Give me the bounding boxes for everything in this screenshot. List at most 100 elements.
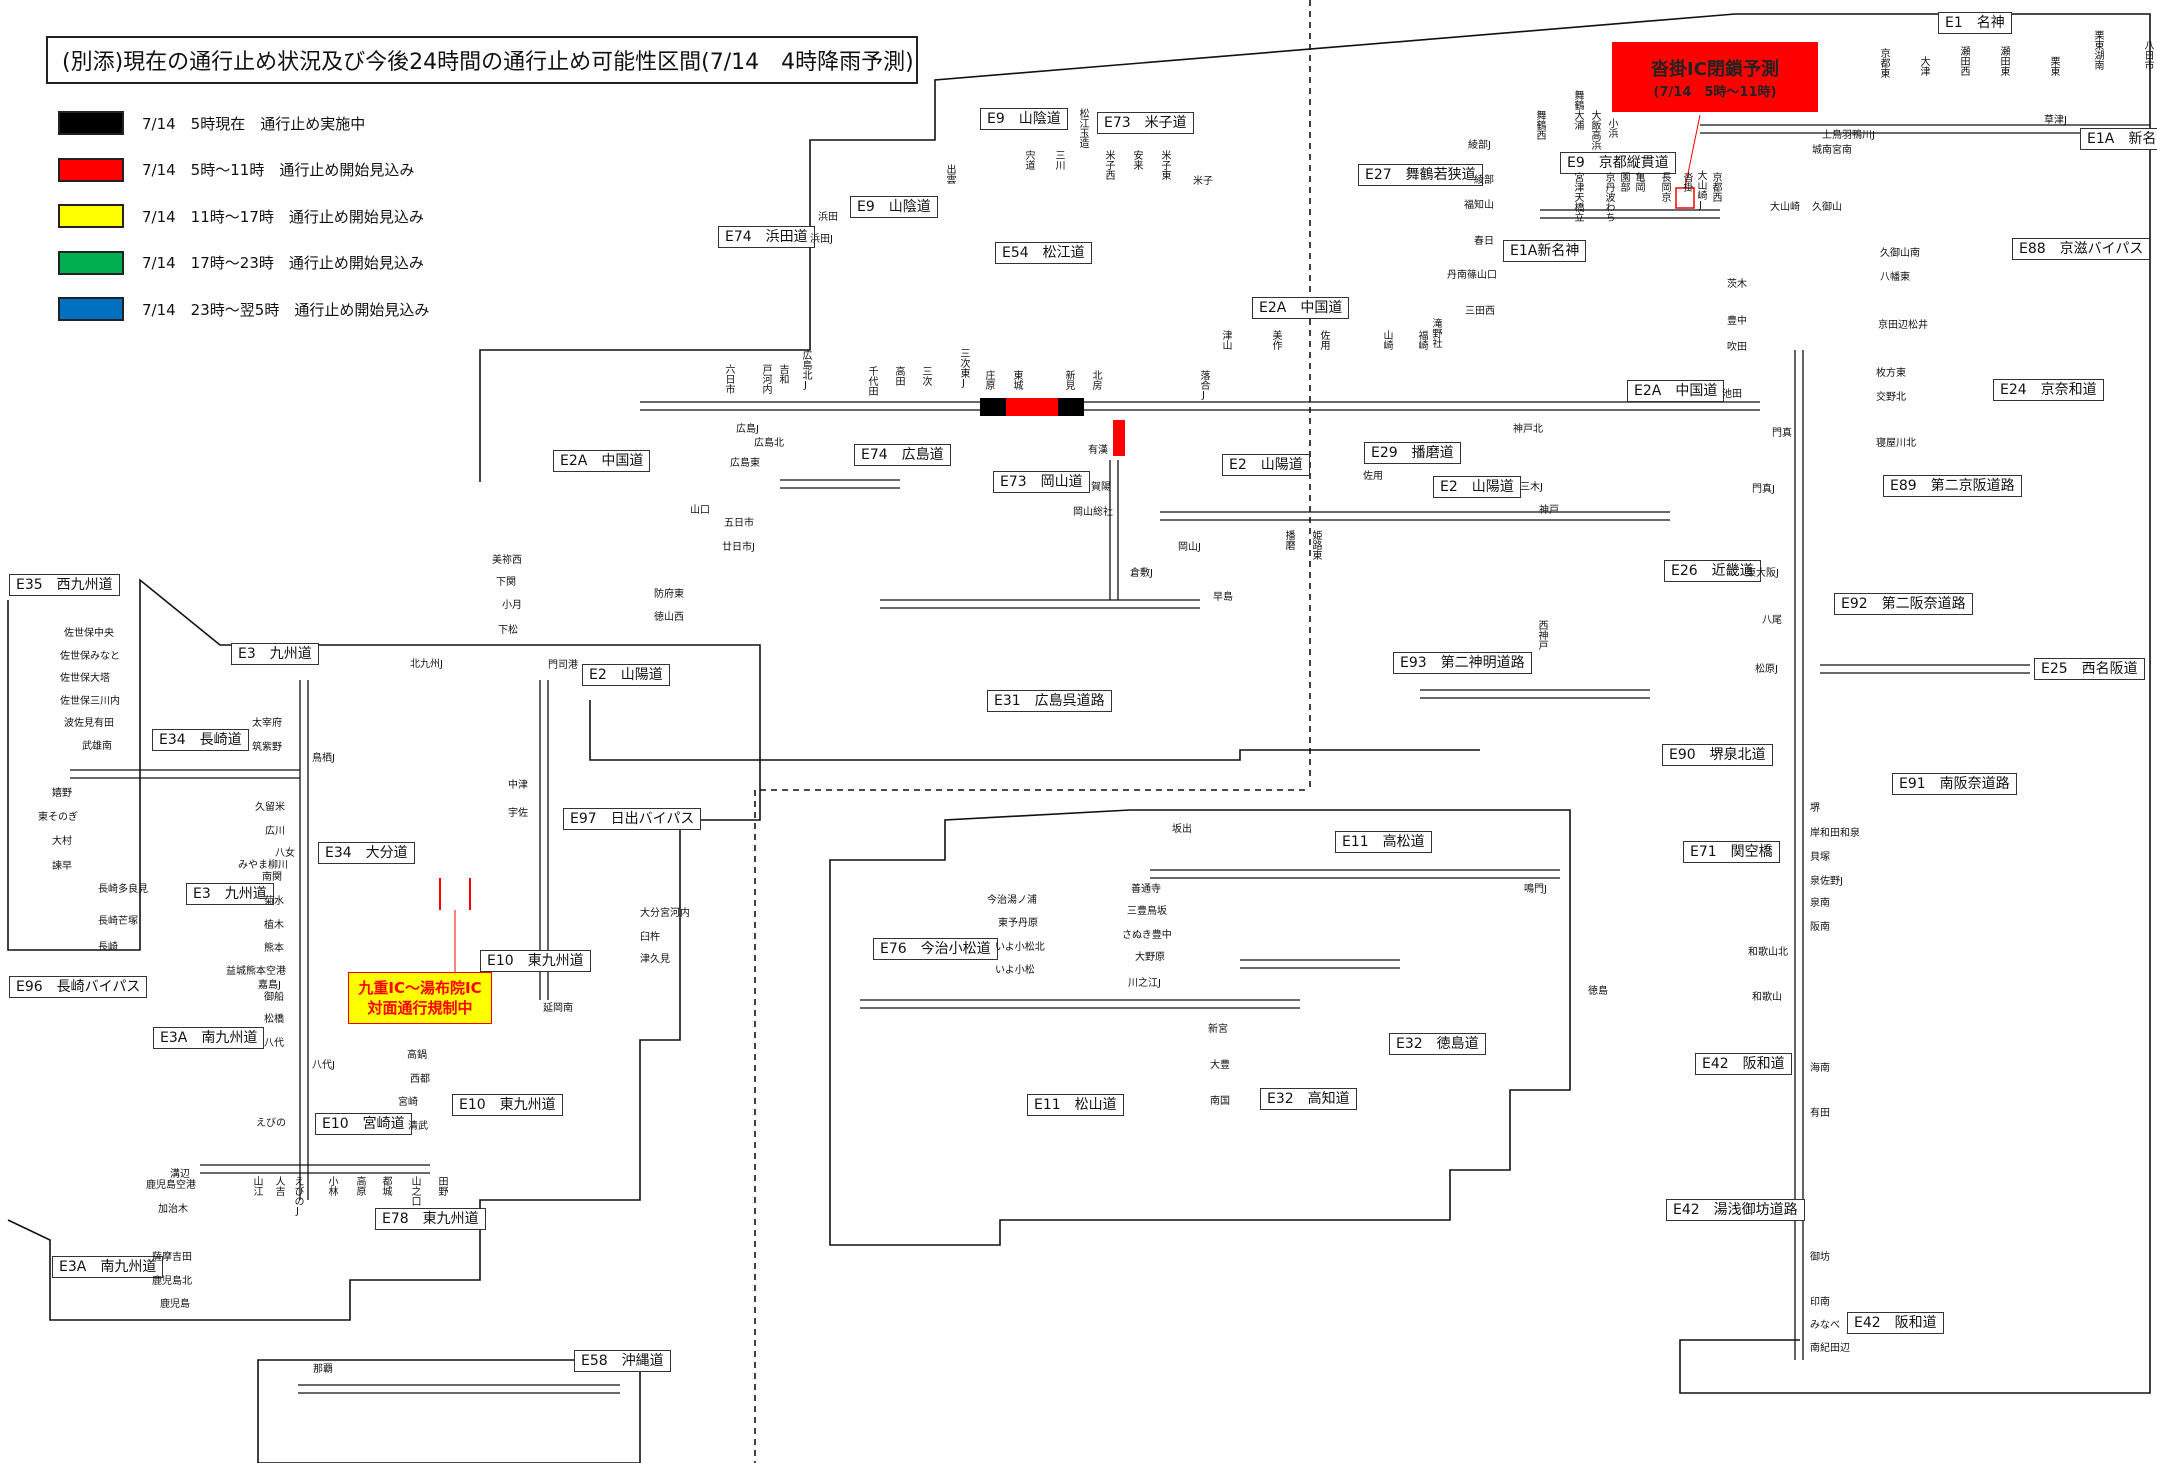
station-label: 宇佐 xyxy=(508,808,528,819)
map-title: (別添)現在の通行止め状況及び今後24時間の通行止め可能性区間(7/14 4時降… xyxy=(46,36,918,84)
station-label: 落合J xyxy=(1198,370,1209,401)
station-label: 臼杵 xyxy=(640,932,660,943)
station-label: 播磨 xyxy=(1283,530,1294,550)
station-label: 浜田J xyxy=(810,234,833,245)
station-label: 防府東 xyxy=(654,589,684,600)
station-label: 三川 xyxy=(1053,150,1064,170)
region-boundary-okinawa xyxy=(257,1359,641,1463)
station-label: 新宮 xyxy=(1208,1024,1228,1035)
station-label: 大飯高浜 xyxy=(1589,110,1600,150)
station-label: 八尾 xyxy=(1762,615,1782,626)
station-label: 小月 xyxy=(502,600,522,611)
station-label: 長崎芒塚 xyxy=(98,916,138,927)
route-label: E29 播磨道 xyxy=(1364,442,1461,464)
station-label: 徳島 xyxy=(1588,986,1608,997)
station-label: みなべ xyxy=(1810,1320,1840,1331)
route-label: E24 京奈和道 xyxy=(1993,379,2104,401)
regulation-callout: 九重IC～湯布院IC 対面通行規制中 xyxy=(348,972,492,1024)
station-label: 北房 xyxy=(1090,370,1101,390)
station-label: 三豊鳥坂 xyxy=(1127,906,1167,917)
closure-prediction-time: (7/14 5時～11時) xyxy=(1653,84,1777,100)
station-label: 美祢西 xyxy=(492,555,522,566)
route-label: E2A 中国道 xyxy=(1252,297,1350,319)
station-label: 長崎 xyxy=(98,942,118,953)
station-label: 瀬田東 xyxy=(1998,46,2009,76)
station-label: 鹿児島北 xyxy=(152,1276,192,1287)
station-label: 長崎多良見 xyxy=(98,884,148,895)
station-label: 久御山 xyxy=(1812,202,1842,213)
station-label: 神戸北 xyxy=(1513,424,1543,435)
route-label: E34 長崎道 xyxy=(152,729,249,751)
station-label: 宍道 xyxy=(1023,150,1034,170)
station-label: 舞鶴大浦 xyxy=(1572,90,1583,130)
legend-swatch xyxy=(58,250,124,275)
road-e3-kyushu xyxy=(299,680,309,1200)
station-label: 今治湯ノ浦 xyxy=(987,895,1037,906)
region-boundary-kinki xyxy=(1679,13,2151,1394)
station-label: 徳山西 xyxy=(654,612,684,623)
station-label: 栗東湖南 xyxy=(2092,30,2103,70)
station-label: 交野北 xyxy=(1876,392,1906,403)
route-label: E89 第二京阪道路 xyxy=(1883,475,2022,497)
station-label: 和歌山 xyxy=(1752,992,1782,1003)
route-label: E91 南阪奈道路 xyxy=(1892,773,2017,795)
route-label: E42 阪和道 xyxy=(1695,1053,1792,1075)
station-label: 小浜 xyxy=(1606,118,1617,138)
station-label: 南国 xyxy=(1210,1096,1230,1107)
route-label: E10 東九州道 xyxy=(452,1094,563,1116)
station-label: さぬき豊中 xyxy=(1122,930,1172,941)
road-e11-takamatsu xyxy=(1150,869,1560,879)
station-label: 都城 xyxy=(380,1176,391,1196)
route-label: E58 沖縄道 xyxy=(574,1350,671,1372)
station-label: 中津 xyxy=(508,780,528,791)
station-label: 清武 xyxy=(408,1121,428,1132)
route-label: E11 松山道 xyxy=(1027,1094,1124,1116)
legend-label: 7/14 11時～17時 通行止め開始見込み xyxy=(142,207,424,226)
station-label: 泉南 xyxy=(1810,898,1830,909)
station-label: 久御山南 xyxy=(1880,248,1920,259)
station-label: 高原 xyxy=(354,1176,365,1196)
station-label: 高田 xyxy=(893,366,904,386)
station-label: 岡山総社 xyxy=(1073,507,1113,518)
route-label: E2A 中国道 xyxy=(1627,380,1725,402)
station-label: 太宰府 xyxy=(252,718,282,729)
station-label: 川之江J xyxy=(1128,978,1161,989)
station-label: 阪南 xyxy=(1810,922,1830,933)
region-boundary-west xyxy=(479,13,1736,482)
station-label: 善通寺 xyxy=(1131,884,1161,895)
closed-segment xyxy=(1058,398,1084,416)
station-label: 池田 xyxy=(1722,389,1742,400)
route-label: E32 徳島道 xyxy=(1389,1033,1486,1055)
closure-prediction-callout: 沓掛IC閉鎖予測 (7/14 5時～11時) xyxy=(1612,42,1818,112)
station-label: 佐用 xyxy=(1318,330,1329,350)
route-label: E26 近畿道 xyxy=(1664,560,1761,582)
station-label: 松原J xyxy=(1755,664,1778,675)
station-label: 佐世保みなと xyxy=(60,651,120,662)
station-label: 御坊 xyxy=(1810,1252,1830,1263)
station-label: 東予丹原 xyxy=(998,918,1038,929)
route-label: E27 舞鶴若狭道 xyxy=(1358,164,1483,186)
station-label: 山崎 xyxy=(1381,330,1392,350)
station-label: 堺 xyxy=(1810,803,1820,814)
station-label: 栗東 xyxy=(2048,56,2059,76)
station-label: 松江玉造 xyxy=(1077,108,1088,148)
station-label: 西都 xyxy=(410,1074,430,1085)
route-label: E74 広島道 xyxy=(854,444,951,466)
station-label: 鳴門J xyxy=(1524,884,1547,895)
station-label: 山江 xyxy=(251,1176,262,1196)
region-boundary-chugoku-south xyxy=(589,700,1480,761)
route-label: E25 西名阪道 xyxy=(2034,658,2145,680)
station-label: 東大阪J xyxy=(1746,568,1779,579)
route-label: E74 浜田道 xyxy=(718,226,815,248)
route-label: E35 西九州道 xyxy=(9,574,120,596)
legend-item: 7/14 23時～翌5時 通行止め開始見込み xyxy=(58,286,429,333)
station-label: 嬉野 xyxy=(52,788,72,799)
legend-item: 7/14 17時～23時 通行止め開始見込み xyxy=(58,240,429,287)
station-label: 大分宮河内 xyxy=(640,908,690,919)
station-label: 神戸 xyxy=(1539,505,1559,516)
route-label: E76 今治小松道 xyxy=(873,938,998,960)
road-e2-sanyo xyxy=(880,599,1200,609)
station-label: 瀬田西 xyxy=(1958,46,1969,76)
road-e3a xyxy=(200,1164,430,1174)
station-label: 延岡南 xyxy=(543,1003,573,1014)
